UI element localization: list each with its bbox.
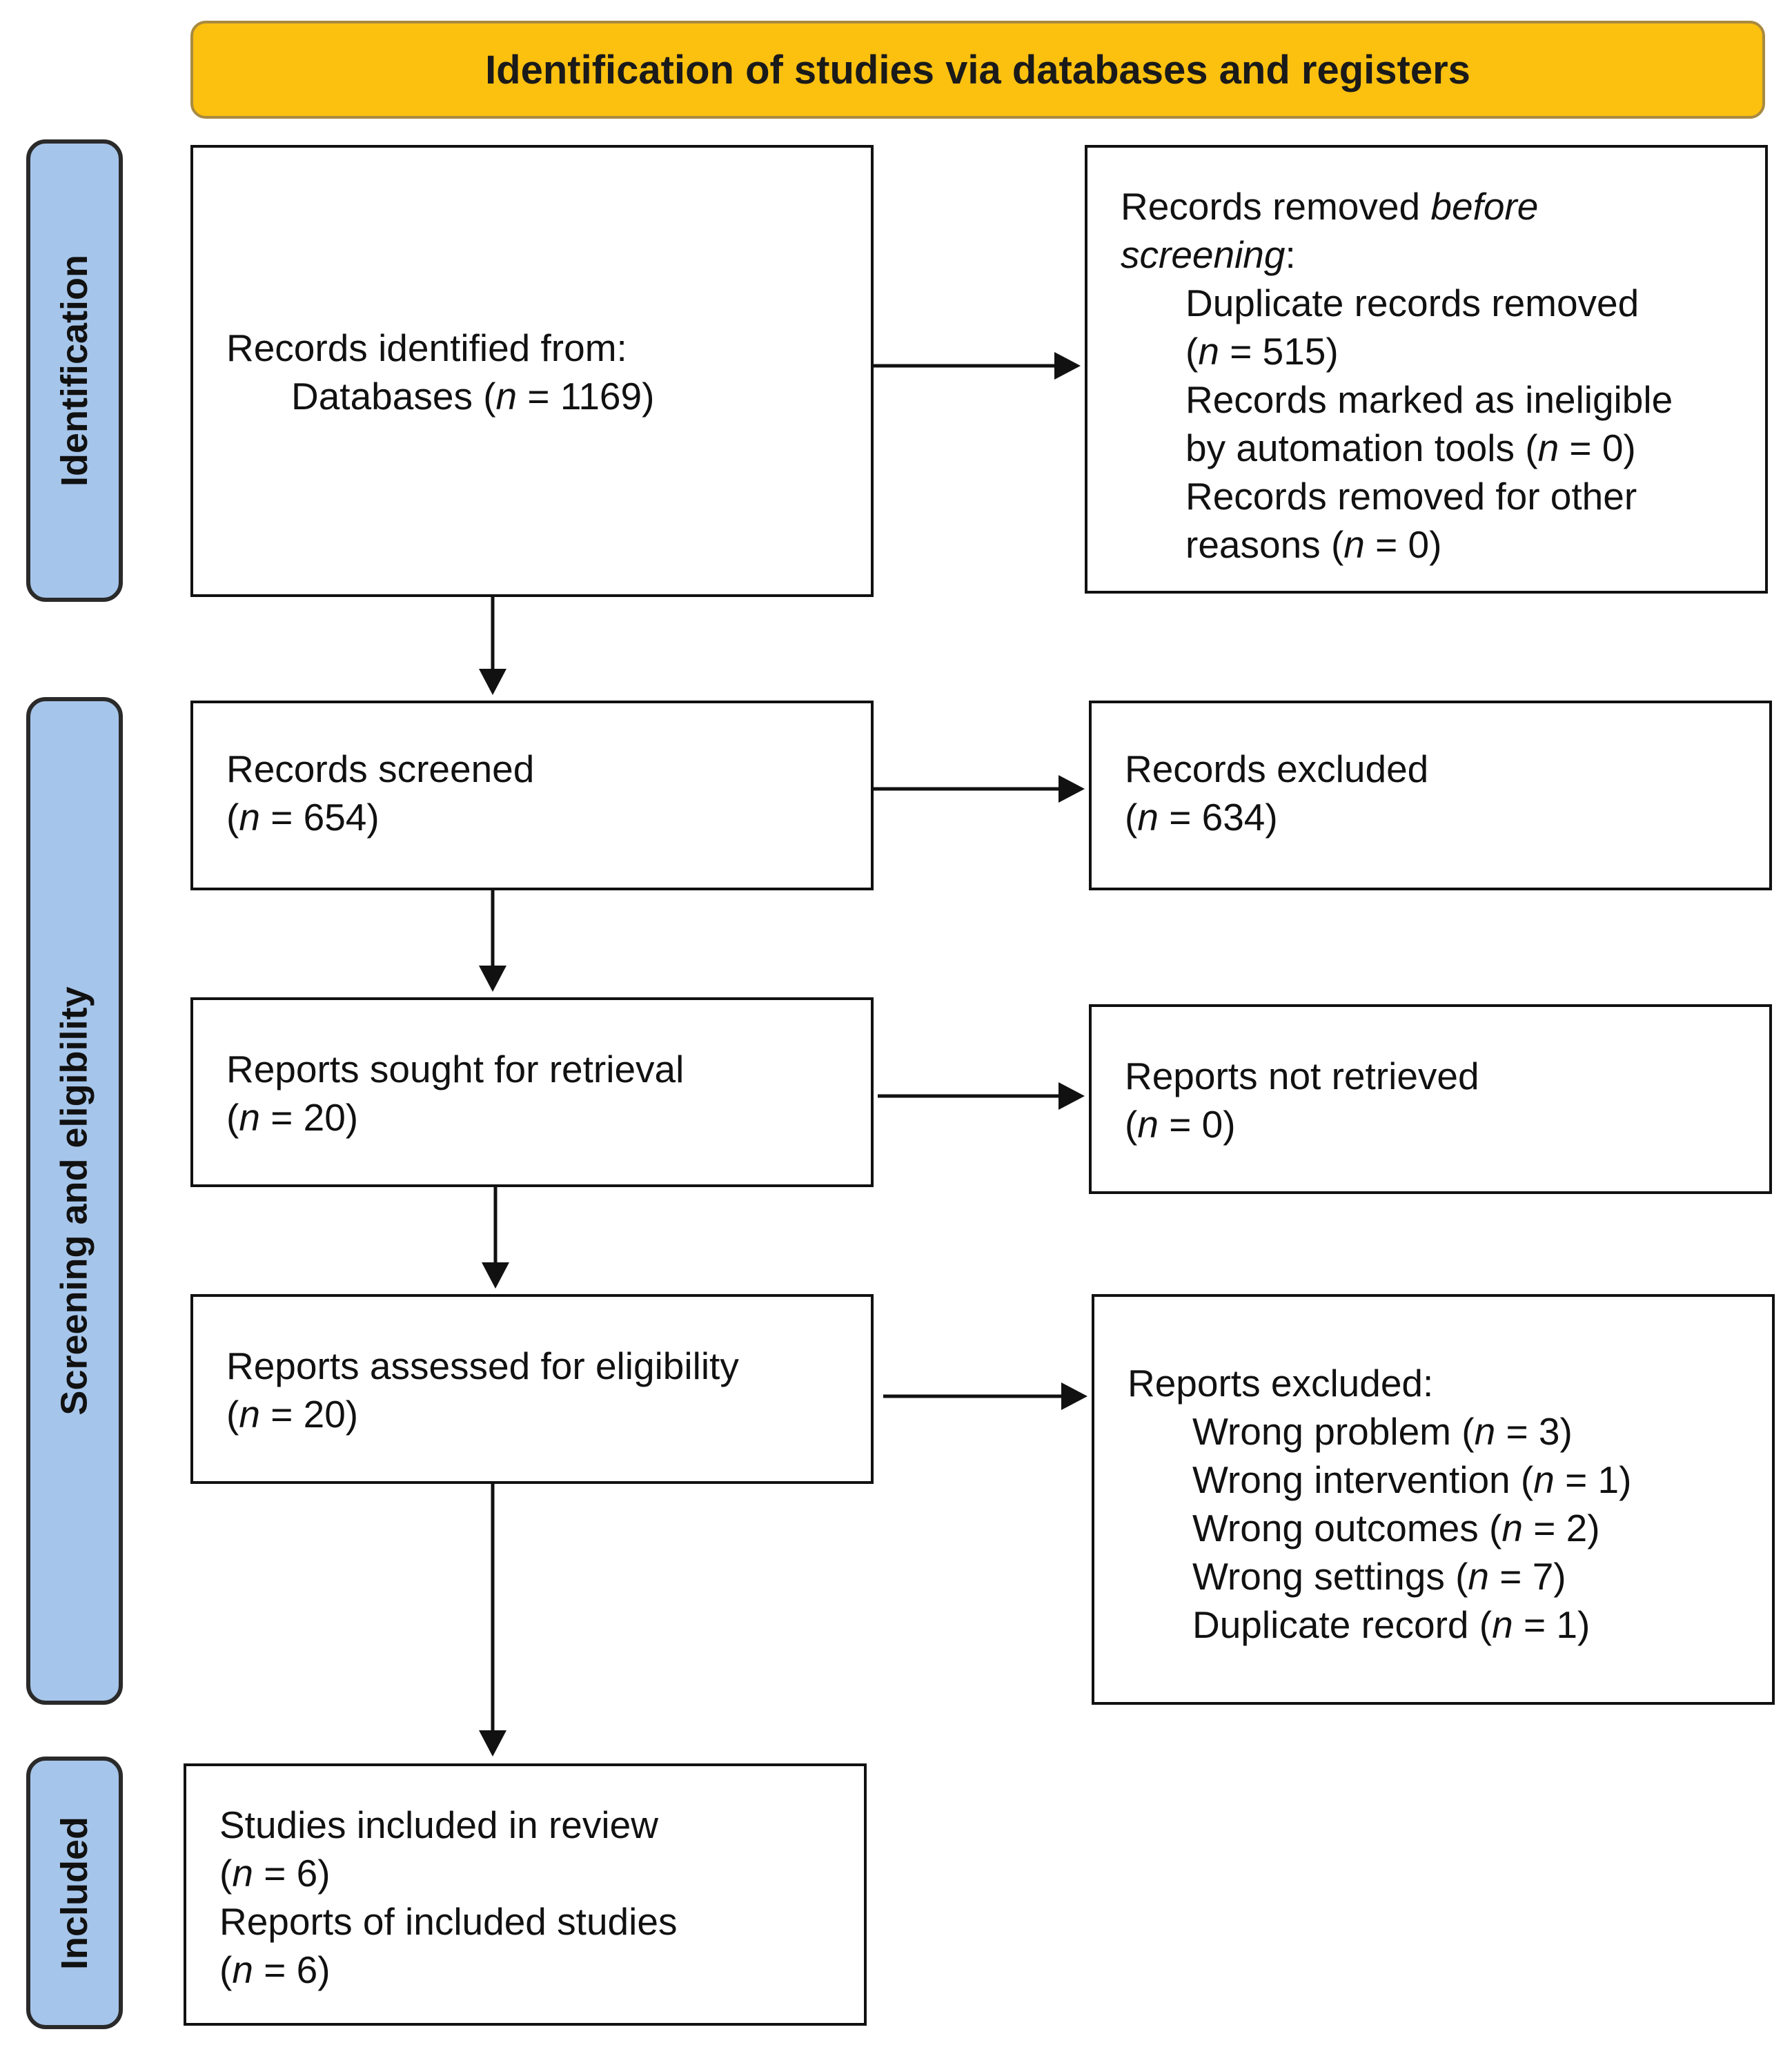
other-reasons-count: reasons (n = 0)	[1185, 523, 1442, 566]
records-removed-title-1: Records removed before	[1121, 185, 1539, 228]
records-excluded-count: (n = 634)	[1125, 796, 1278, 839]
reports-assessed-box: Reports assessed for eligibility (n = 20…	[190, 1294, 874, 1484]
phase-screening-eligibility: Screening and eligibility	[26, 697, 123, 1705]
records-removed-box: Records removed before screening: Duplic…	[1085, 145, 1768, 594]
reports-excluded-box: Reports excluded: Wrong problem (n = 3) …	[1092, 1294, 1775, 1705]
records-screened-box: Records screened (n = 654)	[190, 701, 874, 890]
databases-count: Databases (n = 1169)	[291, 375, 655, 418]
duplicates-removed-count: (n = 515)	[1185, 330, 1339, 373]
header-title: Identification of studies via databases …	[485, 47, 1470, 92]
reports-sought-title: Reports sought for retrieval	[226, 1048, 685, 1090]
arrowhead-sought-to-assessed	[482, 1262, 509, 1289]
records-excluded-box: Records excluded (n = 634)	[1089, 701, 1772, 890]
reports-sought-count: (n = 20)	[226, 1096, 359, 1139]
records-removed-title-2: screening:	[1121, 233, 1296, 276]
studies-included-count: (n = 6)	[219, 1852, 331, 1895]
arrowhead-assessed-to-reports-excluded	[1061, 1382, 1087, 1410]
arrowhead-screened-to-excluded	[1059, 775, 1085, 803]
arrowhead-identified-to-removed	[1054, 352, 1081, 380]
records-identified-box: Records identified from: Databases (n = …	[190, 145, 874, 597]
studies-included-title: Studies included in review	[219, 1803, 658, 1846]
phase-identification: Identification	[26, 139, 123, 602]
header-banner: Identification of studies via databases …	[190, 21, 1765, 119]
studies-included-box: Studies included in review (n = 6) Repor…	[184, 1763, 867, 2026]
ineligible-label: Records marked as ineligible	[1185, 378, 1673, 421]
arrowhead-sought-to-not-retrieved	[1059, 1082, 1085, 1110]
records-screened-count: (n = 654)	[226, 796, 380, 839]
records-excluded-title: Records excluded	[1125, 747, 1429, 790]
other-reasons-label: Records removed for other	[1185, 475, 1637, 518]
duplicates-removed-label: Duplicate records removed	[1185, 282, 1640, 324]
arrowhead-screened-to-sought	[479, 966, 506, 992]
reports-assessed-count: (n = 20)	[226, 1393, 359, 1436]
exclusion-reason: Wrong intervention (n = 1)	[1192, 1458, 1632, 1501]
records-identified-title: Records identified from:	[226, 326, 627, 369]
reports-included-title: Reports of included studies	[219, 1900, 678, 1943]
reports-not-retrieved-count: (n = 0)	[1125, 1103, 1236, 1146]
phase-included: Included	[26, 1757, 123, 2029]
exclusion-reason: Duplicate record (n = 1)	[1192, 1603, 1591, 1646]
reports-not-retrieved-title: Reports not retrieved	[1125, 1055, 1479, 1097]
reports-not-retrieved-box: Reports not retrieved (n = 0)	[1089, 1004, 1772, 1194]
exclusion-reason: Wrong settings (n = 7)	[1192, 1555, 1566, 1598]
reports-included-count: (n = 6)	[219, 1948, 331, 1991]
reports-excluded-title: Reports excluded:	[1128, 1362, 1434, 1405]
arrowhead-assessed-to-included	[479, 1730, 506, 1757]
ineligible-count: by automation tools (n = 0)	[1185, 427, 1636, 469]
exclusion-reason: Wrong outcomes (n = 2)	[1192, 1507, 1600, 1549]
arrowhead-identified-to-screened	[479, 669, 506, 695]
records-screened-title: Records screened	[226, 747, 535, 790]
reports-sought-box: Reports sought for retrieval (n = 20)	[190, 997, 874, 1187]
reports-assessed-title: Reports assessed for eligibility	[226, 1344, 739, 1387]
exclusion-reason: Wrong problem (n = 3)	[1192, 1410, 1573, 1453]
